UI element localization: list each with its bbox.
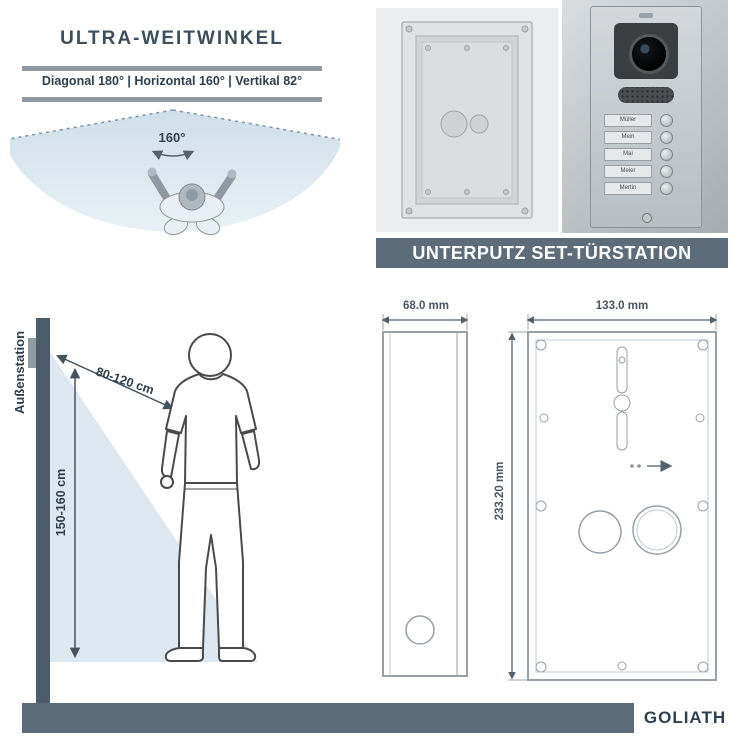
- viewing-cone-shape: [10, 110, 340, 232]
- front-view-drawing: [508, 314, 718, 681]
- divider-rule-top: [22, 66, 322, 71]
- doorbell-row: Mertin: [591, 179, 701, 196]
- name-plate: Mai: [604, 148, 652, 161]
- name-plate: Mein: [604, 131, 652, 144]
- door-station-faceplate: Müller Mein Mai Meier Mertin: [590, 6, 702, 228]
- angle-arc-arrow: [151, 150, 195, 161]
- doorbell-button-panel: Müller Mein Mai Meier Mertin: [591, 111, 701, 196]
- mounting-height-diagram: [28, 318, 261, 705]
- product-banner: UNTERPUTZ SET-TÜRSTATION: [376, 238, 728, 268]
- doorbell-row: Müller: [591, 111, 701, 128]
- top-view-person-illustration: [147, 167, 237, 236]
- side-view-drawing: [381, 314, 469, 677]
- distance-dimension-arrow: [56, 354, 174, 410]
- cable-knockout-left: [578, 510, 622, 554]
- depth-dimension-label: 68.0 mm: [402, 300, 450, 312]
- screw-icon: [642, 213, 652, 223]
- brand-logo: GOLIATH: [643, 708, 727, 727]
- bell-button-icon: [660, 182, 673, 195]
- station-brand-mark: [639, 13, 653, 18]
- bell-button-icon: [660, 114, 673, 127]
- name-plate: Meier: [604, 165, 652, 178]
- divider-rule-bottom: [22, 97, 322, 102]
- footer-bar: [22, 703, 634, 733]
- corner-screws: [535, 339, 709, 673]
- bell-button-icon: [660, 148, 673, 161]
- angle-specs: Diagonal 180° | Horizontal 160° | Vertik…: [41, 74, 303, 88]
- photo-door-station: Müller Mein Mai Meier Mertin: [562, 0, 728, 233]
- mounting-height-label: 150-160 cm: [54, 468, 68, 537]
- bell-button-icon: [660, 131, 673, 144]
- doorbell-row: Mein: [591, 128, 701, 145]
- width-dimension-label: 133.0 mm: [595, 300, 649, 312]
- outdoor-station-label: Außenstation: [12, 330, 27, 415]
- cable-knockout-right: [632, 505, 682, 555]
- camera-lens-icon: [629, 34, 669, 74]
- wide-angle-title: ULTRA-WEITWINKEL: [60, 28, 284, 49]
- viewing-angle-diagram: [10, 109, 340, 236]
- wall-bar: [36, 318, 50, 705]
- doorbell-row: Meier: [591, 162, 701, 179]
- standing-person-illustration: [160, 333, 261, 662]
- camera-module: [614, 23, 678, 79]
- speaker-grille-icon: [618, 87, 674, 103]
- mounting-box-drawing: [401, 21, 533, 219]
- photo-flush-mount-box: [376, 8, 558, 232]
- bell-button-icon: [660, 165, 673, 178]
- height-dimension-label: 233.20 mm: [494, 461, 506, 521]
- station-side-view: [28, 338, 36, 368]
- angle-value-label: 160°: [158, 130, 186, 145]
- name-plate: Mertin: [604, 182, 652, 195]
- doorbell-row: Mai: [591, 145, 701, 162]
- name-plate: Müller: [604, 114, 652, 127]
- technical-drawings: [381, 314, 718, 681]
